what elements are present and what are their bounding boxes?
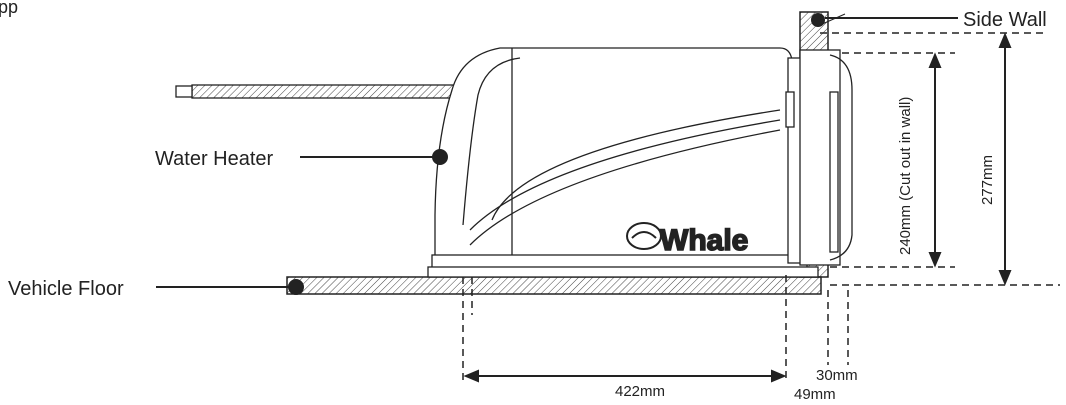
cropped-text-fragment: pp: [0, 0, 18, 17]
leader-lines: [156, 13, 958, 295]
dimension-30-label: 30mm: [816, 367, 858, 384]
dimension-422-label: 422mm: [615, 383, 665, 400]
hose-pipe: [191, 84, 461, 99]
vehicle-floor: [286, 276, 822, 295]
brand-text: Whale: [660, 224, 748, 257]
side-wall-label: Side Wall: [963, 9, 1047, 31]
water-heater-dot: [432, 149, 448, 165]
dimension-arrows: [463, 32, 1012, 383]
dimension-240-label: 240mm (Cut out in wall): [897, 97, 914, 255]
dimension-277-label: 277mm: [979, 155, 996, 205]
side-wall-dot: [811, 13, 825, 27]
extension-lines: [462, 32, 1060, 380]
water-heater-label: Water Heater: [155, 148, 274, 170]
whale-logo: Whale: [626, 222, 749, 258]
vehicle-floor-dot: [288, 279, 304, 295]
vehicle-floor-label: Vehicle Floor: [8, 278, 124, 300]
water-heater-unit: [175, 47, 853, 278]
dimension-49-label: 49mm: [794, 386, 836, 403]
